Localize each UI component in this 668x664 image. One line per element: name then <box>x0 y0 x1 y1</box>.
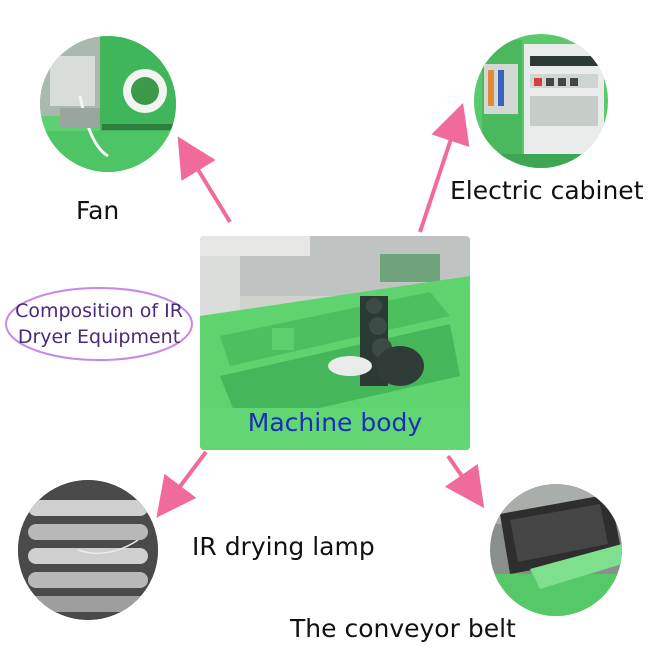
machine-body-photo: Machine body <box>200 236 470 450</box>
electric-cabinet-photo <box>474 34 608 168</box>
machine-body-caption: Machine body <box>247 408 423 437</box>
arrow-to-fan <box>177 136 232 224</box>
composition-oval: Composition of IR Dryer Equipment <box>4 286 194 362</box>
conveyor-photo <box>490 484 622 616</box>
fan-photo <box>40 36 176 172</box>
conveyor-label: The conveyor belt <box>290 614 516 643</box>
ir-lamp-photo <box>18 480 158 620</box>
arrow-to-electric-cabinet <box>418 102 470 233</box>
fan-label: Fan <box>76 196 120 225</box>
arrow-to-conveyor <box>444 454 485 509</box>
arrow-to-ir-lamp <box>156 450 208 518</box>
composition-title: Composition of IR Dryer Equipment <box>15 300 183 348</box>
electric-cabinet-label: Electric cabinet <box>450 176 644 205</box>
ir-lamp-label: IR drying lamp <box>192 532 375 561</box>
